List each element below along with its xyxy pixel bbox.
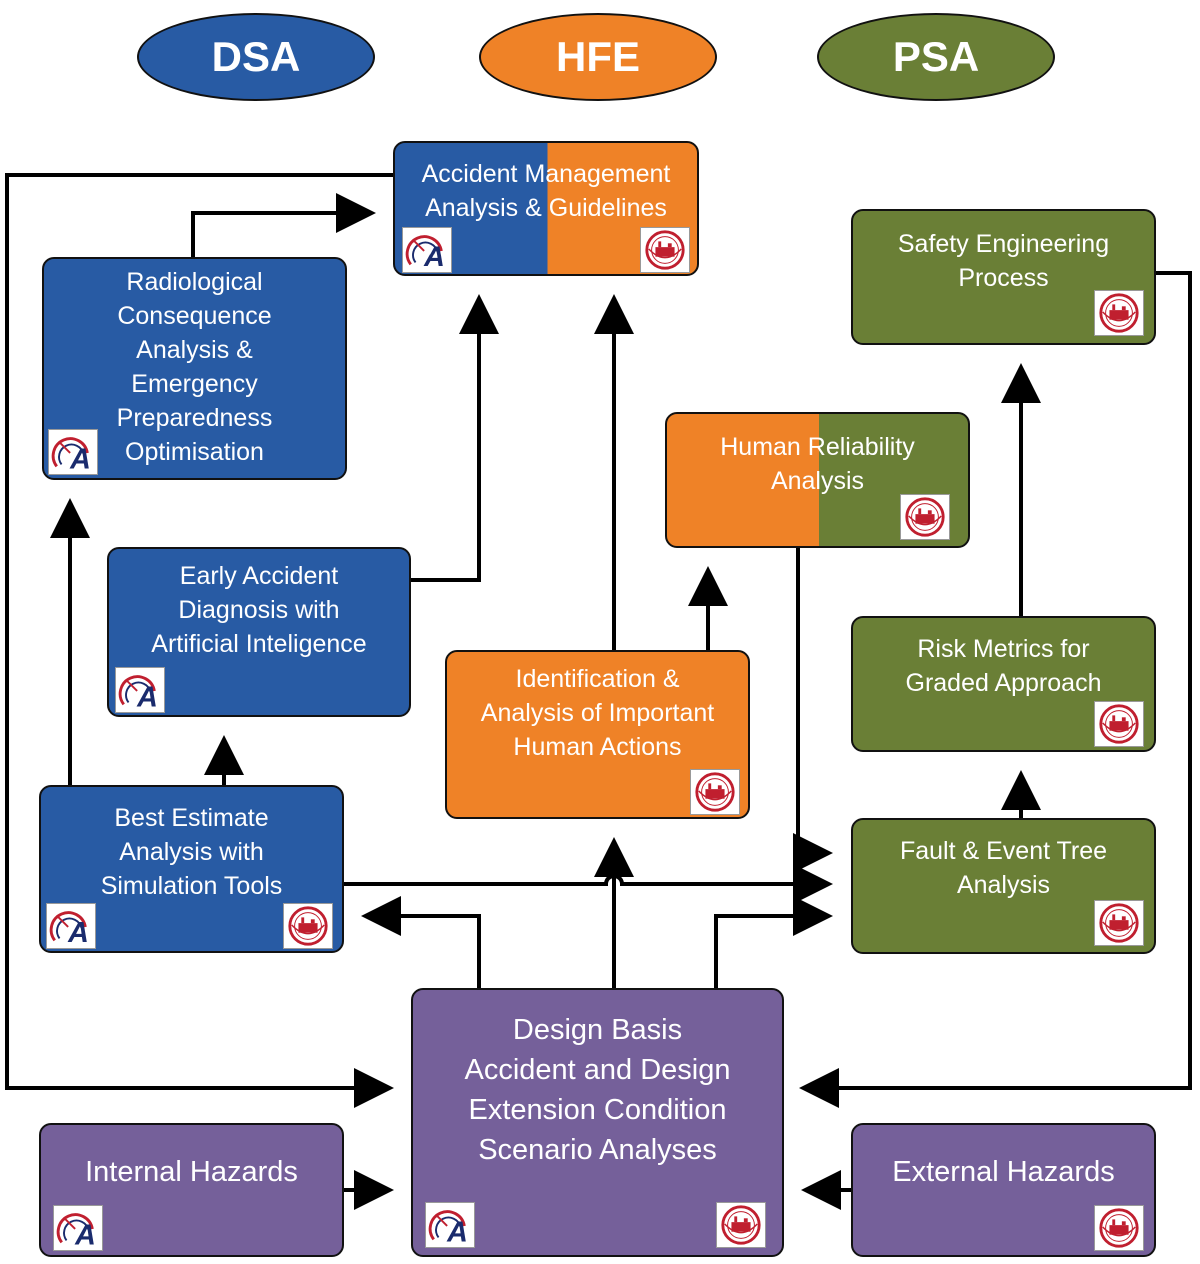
institute-seal-icon (1094, 900, 1144, 946)
arrow-be-to-ft (344, 864, 833, 904)
box-internal-hazards: Internal Hazards A (39, 1123, 344, 1257)
svg-text:A: A (446, 1216, 468, 1247)
category-psa: PSA (817, 13, 1055, 101)
dsa-logo-icon: A (115, 667, 165, 713)
institute-seal-icon (1094, 290, 1144, 336)
category-hfe: HFE (479, 13, 717, 101)
category-hfe-label: HFE (556, 33, 640, 80)
dsa-logo-icon: A (53, 1205, 103, 1251)
arrow-am-to-design-left (5, 173, 394, 1108)
box-human-reliability-analysis: Human Reliability Analysis (665, 412, 970, 548)
institute-seal-icon (283, 903, 333, 949)
category-dsa-label: DSA (211, 33, 301, 80)
box-radiological-consequence-label: Radiological Consequence Analysis & Emer… (116, 268, 273, 466)
box-safety-engineering-process-label: Safety Engineering Process (897, 230, 1110, 292)
dsa-logo-icon: A (402, 227, 452, 273)
arrow-design-to-ft (714, 896, 833, 988)
arrow-se-to-design-right (799, 271, 1192, 1108)
institute-seal-icon (900, 494, 950, 540)
svg-text:A: A (67, 917, 89, 948)
box-best-estimate-analysis: Best Estimate Analysis with Simulation T… (39, 785, 344, 953)
arrow-rad-to-am (191, 193, 376, 257)
dsa-logo-icon: A (425, 1202, 475, 1248)
box-accident-management: Accident Management Analysis & Guideline… (393, 141, 699, 276)
institute-seal-icon (640, 227, 690, 273)
box-risk-metrics-label: Risk Metrics for Graded Approach (905, 635, 1102, 697)
arrow-early-to-am (410, 294, 499, 582)
box-fault-event-tree-label: Fault & Event Tree Analysis (899, 837, 1108, 899)
svg-text:A: A (69, 443, 91, 474)
category-psa-label: PSA (892, 33, 980, 80)
box-radiological-consequence: Radiological Consequence Analysis & Emer… (42, 257, 347, 480)
box-internal-hazards-label: Internal Hazards (85, 1156, 298, 1188)
box-safety-engineering-process: Safety Engineering Process (851, 209, 1156, 345)
institute-seal-icon (690, 769, 740, 815)
box-identification-human-actions: Identification & Analysis of Important H… (445, 650, 750, 819)
box-identification-human-actions-label: Identification & Analysis of Important H… (480, 665, 715, 761)
box-risk-metrics: Risk Metrics for Graded Approach (851, 616, 1156, 752)
box-external-hazards-label: External Hazards (892, 1156, 1115, 1188)
box-design-basis-scenarios: Design Basis Accident and Design Extensi… (411, 988, 784, 1257)
box-design-basis-scenarios-label: Design Basis Accident and Design Extensi… (464, 1014, 731, 1166)
svg-text:A: A (74, 1219, 96, 1250)
institute-seal-icon (716, 1202, 766, 1248)
arrow-hra-to-ft (793, 548, 833, 873)
box-early-accident-diagnosis: Early Accident Diagnosis with Artificial… (107, 547, 411, 717)
box-external-hazards: External Hazards (851, 1123, 1156, 1257)
category-dsa: DSA (137, 13, 375, 101)
dsa-logo-icon: A (48, 429, 98, 475)
box-accident-management-label: Accident Management Analysis & Guideline… (421, 160, 671, 222)
box-best-estimate-analysis-label: Best Estimate Analysis with Simulation T… (100, 804, 283, 900)
svg-text:A: A (136, 681, 158, 712)
dsa-logo-icon: A (46, 903, 96, 949)
institute-seal-icon (1094, 701, 1144, 747)
svg-text:A: A (423, 241, 445, 272)
box-early-accident-diagnosis-label: Early Accident Diagnosis with Artificial… (151, 562, 367, 658)
box-fault-event-tree: Fault & Event Tree Analysis (851, 818, 1156, 954)
institute-seal-icon (1094, 1205, 1144, 1251)
box-human-reliability-analysis-label: Human Reliability Analysis (720, 433, 915, 495)
arrow-design-to-be (361, 896, 481, 988)
